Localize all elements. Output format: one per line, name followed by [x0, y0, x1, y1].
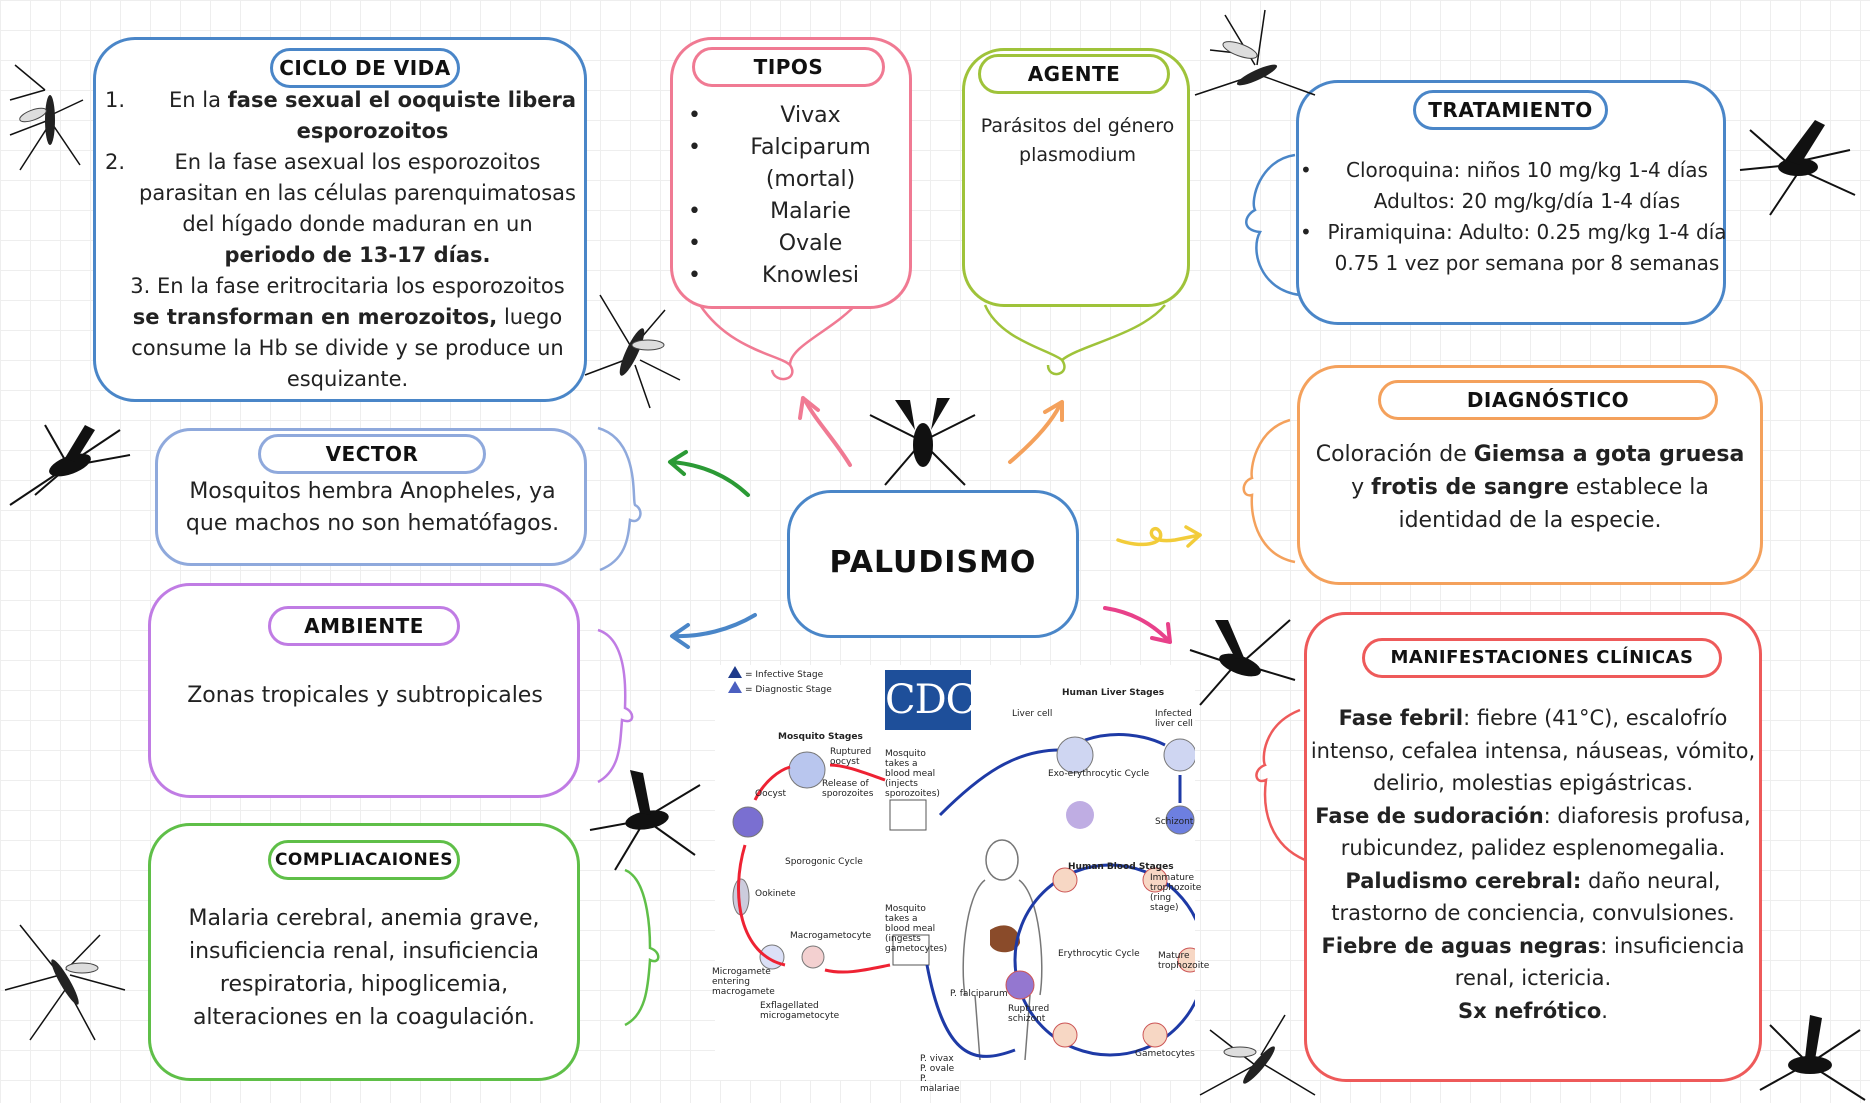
cdc-logo: CDC: [885, 670, 976, 730]
arrow-to-manifestaciones: [1103, 606, 1172, 644]
manifestacion-item: Paludismo cerebral: daño neural, trastor…: [1331, 868, 1735, 926]
center-title: PALUDISMO: [829, 545, 1037, 580]
manifestacion-item: Fase febril: fiebre (41°C), escalofrío i…: [1310, 706, 1756, 795]
tipo-item: Vivax: [688, 100, 903, 132]
arrow-to-diagnostico: [1116, 525, 1202, 548]
cdc-infected-liver-cell: Infected liver cell: [1155, 709, 1193, 729]
cdc-species: P. vivax P. ovale P. malariae: [920, 1054, 960, 1094]
cdc-ookinete: Ookinete: [755, 889, 796, 899]
tratamiento-list: Cloroquina: niños 10 mg/kg 1-4 días Adul…: [1300, 155, 1730, 279]
manifestacion-item: Fiebre de aguas negras: insuficiencia re…: [1321, 933, 1745, 991]
tipo-item: Knowlesi: [688, 260, 903, 292]
tratamiento-item: Cloroquina: niños 10 mg/kg 1-4 días Adul…: [1300, 155, 1730, 217]
diagnostico-heading: DIAGNÓSTICO: [1378, 380, 1718, 420]
mosquito-icon: [9, 424, 131, 506]
ciclo-item-1: 1. En la fase sexual el ooquiste libera …: [105, 88, 576, 143]
mosquito-icon: [1189, 619, 1296, 706]
cdc-mosquito-stages: Mosquito Stages: [778, 732, 863, 742]
cdc-liver-cell: Liver cell: [1012, 709, 1053, 719]
cdc-macrogametocyte: Macrogametocyte: [790, 931, 872, 941]
manifestacion-item: Sx nefrótico.: [1458, 998, 1608, 1023]
cdc-schizont: Schizont: [1155, 817, 1194, 827]
complicaciones-heading: COMPLIACAIONES: [268, 840, 460, 880]
manifestaciones-text: Fase febril: fiebre (41°C), escalofrío i…: [1306, 702, 1760, 1027]
tipos-list: Vivax Falciparum (mortal) Malarie Ovale …: [688, 100, 903, 292]
arrow-to-ambiente: [670, 613, 757, 649]
mosquito-icon: [869, 398, 976, 486]
ciclo-de-vida-heading: CICLO DE VIDA: [270, 48, 460, 88]
agente-text: Parásitos del género plasmodium: [980, 115, 1175, 166]
mosquito-icon: [1194, 9, 1316, 96]
cdc-sporogonic: Sporogonic Cycle: [785, 857, 863, 867]
vector-text: Mosquitos hembra Anopheles, ya que macho…: [185, 479, 560, 536]
ambiente-heading: AMBIENTE: [268, 606, 460, 646]
cdc-microgamete: Microgamete entering macrogamete: [712, 967, 775, 997]
mosquito-icon: [1199, 1014, 1316, 1096]
arrow-to-vector: [668, 450, 750, 497]
tipo-item: Falciparum (mortal): [688, 132, 903, 196]
cdc-falciparum: P. falciparum: [950, 989, 1008, 999]
center-node: [787, 490, 1079, 638]
tipo-item: Ovale: [688, 228, 903, 260]
ciclo-de-vida-card: [93, 37, 587, 402]
mosquito-icon: [4, 924, 126, 1041]
ciclo-de-vida-body: 1. En la fase sexual el ooquiste libera …: [105, 85, 580, 395]
mosquito-icon: [1759, 1015, 1866, 1101]
ambiente-text: Zonas tropicales y subtropicales: [187, 683, 543, 708]
arrow-to-agente: [1008, 400, 1064, 464]
cdc-release: Release of sporozoites: [822, 779, 874, 799]
manifestaciones-card: [1304, 612, 1762, 1082]
manifestacion-item: Fase de sudoración: diaforesis profusa, …: [1315, 803, 1751, 861]
cdc-ruptured-oocyst: Ruptured oocyst: [830, 747, 872, 767]
cdc-exflagellated: Exflagellated microgametocyte: [760, 1001, 840, 1021]
cdc-oocyst: Oocyst: [755, 789, 787, 799]
cdc-meal-2: Mosquito takes a blood meal (ingests gam…: [885, 904, 948, 954]
cdc-legend-diagnostic: = Diagnostic Stage: [745, 685, 832, 695]
cdc-exo-cycle: Exo-erythrocytic Cycle: [1048, 769, 1150, 779]
tipos-heading: TIPOS: [692, 47, 885, 87]
ciclo-item-2: 2. En la fase asexual los esporozoitos p…: [105, 150, 576, 267]
arrow-to-tipos: [798, 396, 852, 467]
cdc-meal-1: Mosquito takes a blood meal (injects spo…: [885, 749, 940, 799]
mosquito-icon: [9, 64, 84, 171]
cdc-blood-stages: Human Blood Stages: [1068, 862, 1174, 872]
complicaciones-text: Malaria cerebral, anemia grave, insufici…: [188, 906, 540, 1030]
cdc-cycle-graphics: [728, 666, 1195, 1061]
mosquito-icon: [584, 294, 681, 409]
vector-heading: VECTOR: [258, 434, 486, 474]
mosquito-icon: [589, 770, 701, 871]
manifestaciones-heading: MANIFESTACIONES CLÍNICAS: [1362, 638, 1722, 678]
cdc-gametocytes: Gametocytes: [1135, 1049, 1195, 1059]
agente-heading: AGENTE: [978, 54, 1170, 94]
cdc-erythro-cycle: Erythrocytic Cycle: [1058, 949, 1140, 959]
cdc-immature-trophozoite: Immature trophozoite (ring stage): [1150, 873, 1202, 913]
cdc-mature-trophozoite: Mature trophozoite: [1158, 951, 1210, 971]
cdc-liver-stages: Human Liver Stages: [1062, 688, 1165, 698]
diagnostico-text: Coloración de Giemsa a gota gruesa y fro…: [1315, 442, 1745, 533]
tipo-item: Malarie: [688, 196, 903, 228]
ciclo-item-3: 3. En la fase eritrocitaria los esporozo…: [130, 274, 565, 391]
tratamiento-item: Piramiquina: Adulto: 0.25 mg/kg 1-4 día …: [1300, 217, 1730, 279]
tratamiento-heading: TRATAMIENTO: [1413, 90, 1608, 130]
cdc-ruptured-schizont: Ruptured schizont: [1008, 1004, 1050, 1024]
cdc-legend-infective: = Infective Stage: [745, 670, 824, 680]
mosquito-icon: [1739, 120, 1856, 216]
